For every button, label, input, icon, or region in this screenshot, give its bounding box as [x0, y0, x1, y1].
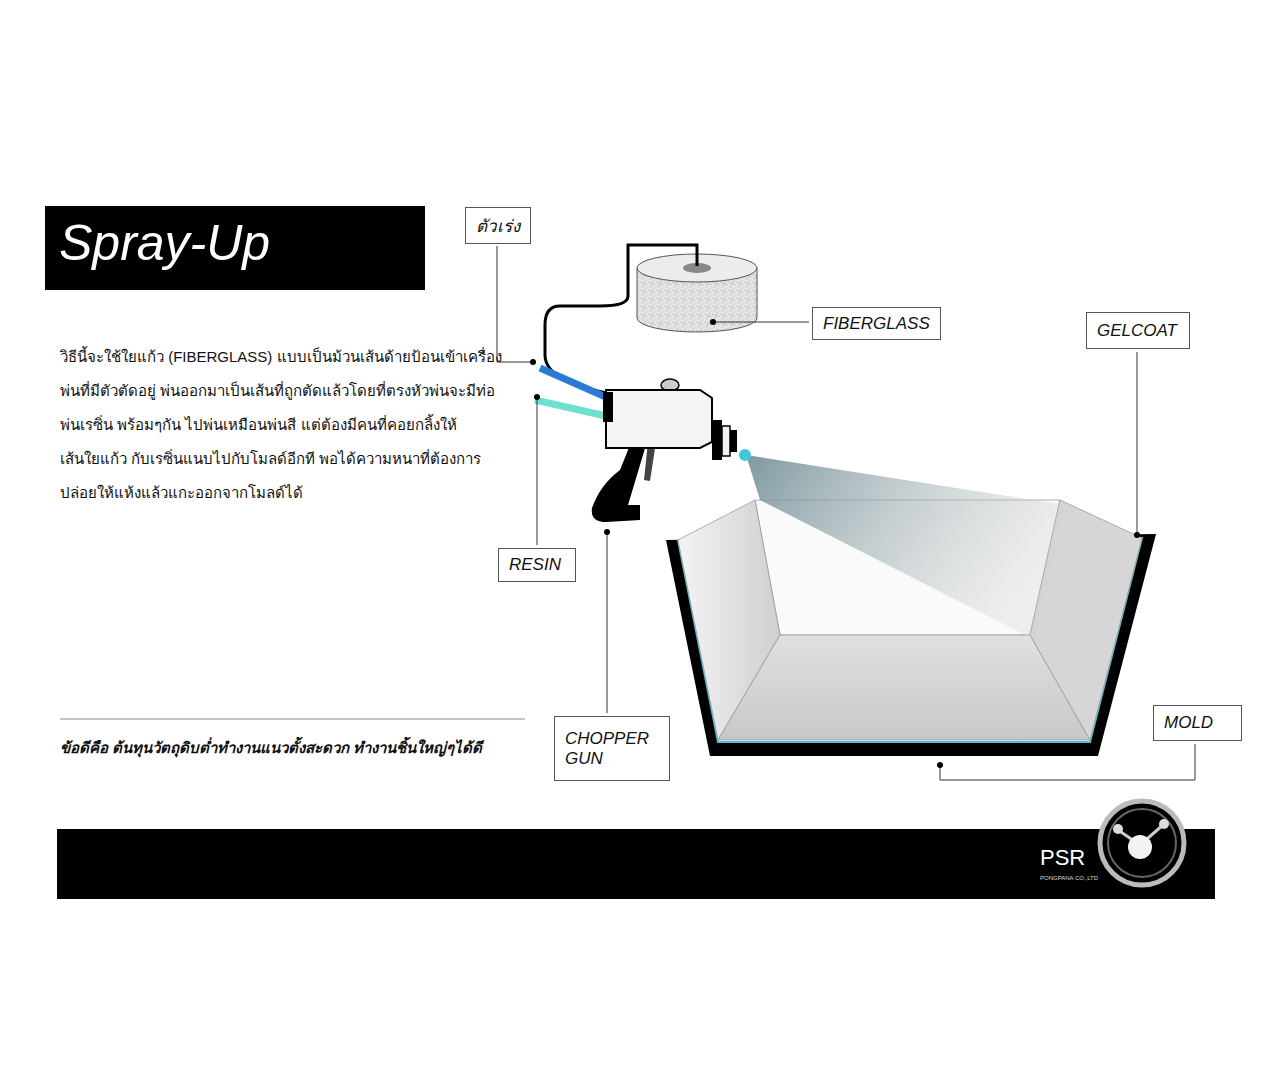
callout-label: GELCOAT — [1097, 321, 1179, 341]
callout-box: MOLD — [1153, 705, 1242, 741]
title: Spray-Up — [59, 215, 270, 271]
advantage-note: ข้อดีคือ ต้นทุนวัตถุดิบต่ำทำงานแนวตั้งสะ… — [60, 737, 530, 759]
fiber-strand — [545, 245, 697, 394]
divider — [60, 719, 525, 720]
leader-lines — [497, 246, 1195, 780]
catalyst-hose — [540, 368, 608, 398]
description: วิธีนี้จะใช้ใยแก้ว (FIBERGLASS) แบบเป็นม… — [60, 340, 510, 510]
callout-label: FIBERGLASS — [823, 314, 930, 334]
footer-band — [57, 829, 1215, 899]
callout-box: GELCOAT — [1086, 312, 1190, 349]
company-name: PONGPANA CO.,LTD — [1040, 874, 1120, 882]
callout-label: CHOPPER GUN — [565, 729, 659, 769]
spray-cone — [746, 455, 1065, 640]
callout-box: ตัวเร่ง — [465, 207, 531, 244]
resin-hose — [535, 400, 606, 416]
psr-logo — [1100, 801, 1184, 885]
title-bar: Spray-Up — [45, 206, 425, 290]
callout-label: ตัวเร่ง — [476, 212, 520, 239]
callout-label: RESIN — [509, 555, 565, 575]
callout-box: FIBERGLASS — [812, 307, 941, 340]
chopper-gun — [592, 379, 751, 522]
callout-label: MOLD — [1164, 713, 1231, 733]
logo-text: PSR — [1040, 846, 1100, 870]
callout-box: CHOPPER GUN — [554, 716, 670, 781]
leader-dots — [530, 319, 1140, 768]
callout-box: RESIN — [498, 548, 576, 582]
